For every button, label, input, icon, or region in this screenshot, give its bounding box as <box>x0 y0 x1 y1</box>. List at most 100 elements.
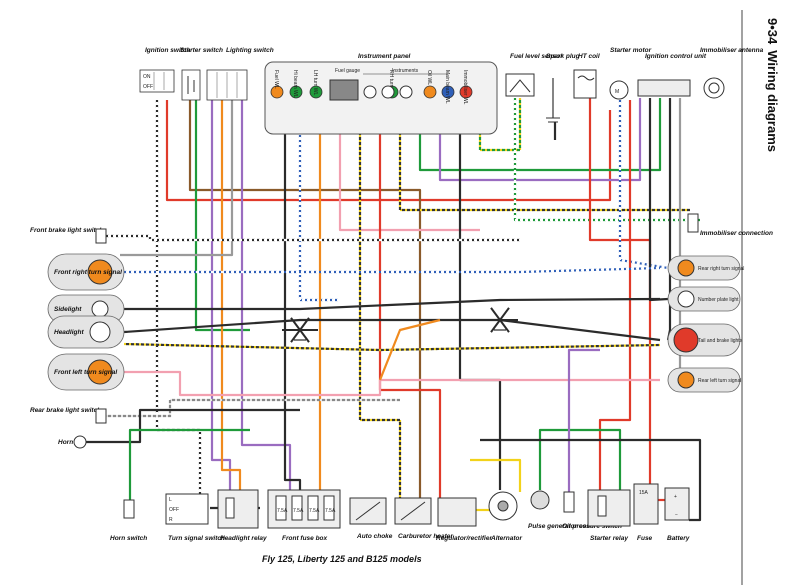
fuse <box>291 495 303 521</box>
bulb-icon <box>677 259 695 277</box>
instrument-bulb-icon <box>363 85 377 99</box>
svg-text:OFF: OFF <box>169 507 179 513</box>
ground-junction-line <box>290 329 301 343</box>
svg-text:Starter switch: Starter switch <box>180 47 223 54</box>
front-left-turn-signal: Front left turn signal <box>47 353 125 391</box>
panel-lamp-label: Main beam WL <box>444 70 450 104</box>
wire-stripe <box>124 266 661 274</box>
instrument-panel: Instrument panel Fuel gauge Instruments … <box>264 53 498 135</box>
battery: Battery + − <box>664 487 690 542</box>
bulb-icon <box>87 359 113 385</box>
panel-lamp-icon <box>441 85 455 99</box>
svg-text:Tail and brake lights: Tail and brake lights <box>698 338 743 344</box>
wire <box>418 98 662 172</box>
svg-text:Front fuse box: Front fuse box <box>282 535 328 542</box>
regulator-rectifier: Regulator/rectifier <box>436 497 492 542</box>
instrument-bulb-icon <box>381 85 395 99</box>
fuel-level-sensor: Fuel level sensor <box>505 53 563 97</box>
svg-text:Rear left turn signal: Rear left turn signal <box>698 378 741 384</box>
svg-text:−: − <box>675 512 678 518</box>
svg-text:Front left turn signal: Front left turn signal <box>54 369 117 376</box>
ignition-pos-on: ON <box>143 74 151 80</box>
fuse-rating: 7.5A <box>293 508 304 514</box>
wire <box>106 234 520 242</box>
pulse-generator-coil: Pulse generator coil <box>528 490 590 530</box>
number-plate-light: Number plate light <box>667 286 741 312</box>
bulb-icon <box>89 321 111 343</box>
instrument-bulb-icon <box>399 85 413 99</box>
ht-coil: HT coil <box>573 53 600 99</box>
ground-junction-line <box>290 317 301 331</box>
fuse <box>307 495 319 521</box>
wire <box>283 130 302 492</box>
lighting-switch: Lighting switch <box>206 47 274 101</box>
svg-text:Starter relay: Starter relay <box>590 535 628 542</box>
wire-stripe <box>155 100 202 500</box>
panel-lamp-label: Fuel WL <box>273 70 279 89</box>
svg-text:Sidelight: Sidelight <box>54 306 82 313</box>
svg-text:Headlight relay: Headlight relay <box>220 535 267 542</box>
fuel-gauge-icon <box>329 79 359 101</box>
bulb-icon <box>91 300 109 318</box>
ground-junction-line <box>299 329 310 343</box>
left-lamp-group: Front right turn signalSidelightHeadligh… <box>47 253 125 391</box>
svg-text:Auto choke: Auto choke <box>356 533 393 540</box>
svg-text:Rear brake light switch: Rear brake light switch <box>30 407 101 414</box>
wire-stripe <box>106 398 400 418</box>
front-brake-light-switch: Front brake light switch <box>30 227 107 244</box>
wire <box>338 130 480 232</box>
svg-text:Number plate light: Number plate light <box>698 297 739 303</box>
fuse <box>323 495 335 521</box>
svg-text:Starter motor: Starter motor <box>610 47 652 54</box>
front-right-turn-signal: Front right turn signal <box>47 253 125 291</box>
wire-stripe <box>398 130 690 212</box>
svg-text:L: L <box>169 497 172 503</box>
svg-text:Horn switch: Horn switch <box>110 535 147 542</box>
rear-right-turn-signal: Rear right turn signal <box>667 255 744 281</box>
auto-choke: Auto choke <box>349 497 393 540</box>
panel-lamp-label: Hi beam WL <box>292 70 298 98</box>
svg-text:Alternator: Alternator <box>490 535 523 542</box>
rear-left-turn-signal: Rear left turn signal <box>667 367 741 393</box>
diagram-caption: Fly 125, Liberty 125 and B125 models <box>262 554 422 564</box>
svg-text:Ignition switch: Ignition switch <box>145 47 191 54</box>
fuse-rating: 7.5A <box>309 508 320 514</box>
svg-text:Instrument panel: Instrument panel <box>358 53 411 60</box>
svg-text:Battery: Battery <box>667 535 690 542</box>
svg-text:Lighting switch: Lighting switch <box>226 47 274 54</box>
wire <box>155 100 202 500</box>
wire-bundle <box>86 98 702 522</box>
fuse-rating: 7.5A <box>277 508 288 514</box>
svg-text:HT coil: HT coil <box>578 53 600 60</box>
svg-text:Fuel level sensor: Fuel level sensor <box>510 53 563 60</box>
wire <box>480 438 702 522</box>
immobiliser-antenna: Immobiliser antenna <box>700 47 764 99</box>
ground-junction-line <box>299 317 310 331</box>
headlight-relay: Headlight relay <box>217 489 267 542</box>
panel-lamp-icon <box>289 85 303 99</box>
wire <box>106 398 400 418</box>
wire <box>538 428 622 492</box>
turn-signal-switch: Turn signal switch L OFF R <box>165 493 225 542</box>
immobiliser-connection: Immobiliser connection <box>687 213 773 237</box>
panel-lamp-icon <box>270 85 284 99</box>
svg-text:Carburetor heater: Carburetor heater <box>398 533 453 540</box>
headlight: Headlight <box>47 315 125 349</box>
starter-switch: Starter switch <box>180 47 223 101</box>
wire <box>120 100 234 257</box>
wire <box>378 318 441 381</box>
svg-text:Ignition control unit: Ignition control unit <box>645 53 707 60</box>
panel-lamp-label: RH turn WL <box>388 70 394 96</box>
wire <box>128 428 250 500</box>
wire-stripe <box>478 98 522 152</box>
panel-lamp-label: Oil WL <box>426 70 432 85</box>
wire-stripe <box>106 234 520 242</box>
wire <box>123 318 661 342</box>
ground-junction-line <box>499 307 510 321</box>
wire <box>124 370 660 397</box>
bulb-icon <box>677 290 695 308</box>
wire <box>458 130 502 490</box>
panel-lamp-label: Immobiliser WL <box>462 70 468 105</box>
ground-junction-line <box>499 319 510 333</box>
